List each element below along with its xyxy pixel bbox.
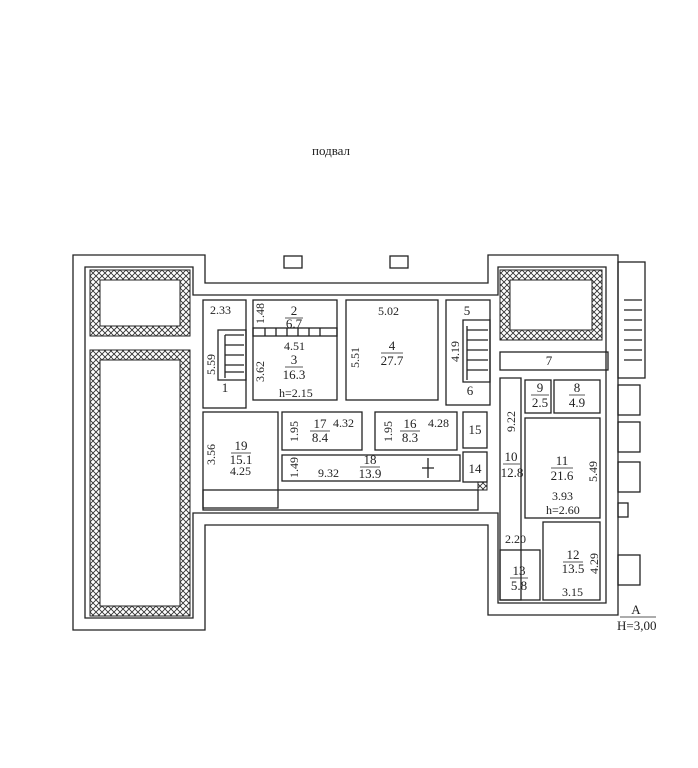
room-number: 11 bbox=[556, 453, 569, 468]
section-mark: A bbox=[631, 602, 641, 617]
dim: 9.22 bbox=[504, 411, 518, 432]
hatched-column bbox=[477, 481, 488, 491]
room-17 bbox=[281, 411, 363, 451]
stairs-icon bbox=[217, 329, 247, 381]
rail bbox=[252, 327, 338, 337]
room-number: 8 bbox=[574, 380, 581, 395]
outer-wall bbox=[72, 254, 619, 631]
room-number: 7 bbox=[546, 353, 553, 368]
inner-wall bbox=[84, 266, 607, 619]
room-12 bbox=[542, 521, 601, 601]
corridor bbox=[202, 489, 479, 511]
room-13 bbox=[499, 549, 541, 601]
dim: 3.56 bbox=[204, 444, 218, 465]
dim: 5.51 bbox=[348, 347, 362, 368]
room-area: 13.5 bbox=[562, 561, 585, 576]
room-area: 8.3 bbox=[402, 430, 418, 445]
room-area: 15.1 bbox=[230, 452, 253, 467]
height-note: h=2.60 bbox=[546, 503, 580, 517]
dimension-labels: 2.33 5.59 1.48 4.51 3.62 h=2.15 5.02 5.5… bbox=[204, 303, 601, 599]
room-number: 5 bbox=[464, 303, 471, 318]
stairs-icon bbox=[462, 319, 491, 383]
dim: 5.59 bbox=[204, 354, 218, 375]
window-pit bbox=[617, 461, 641, 493]
dim: 4.51 bbox=[284, 339, 305, 353]
room-area: 12.8 bbox=[501, 465, 524, 480]
room-7 bbox=[499, 351, 609, 371]
window-pit bbox=[617, 421, 641, 453]
room-number: 15 bbox=[469, 422, 482, 437]
room-area: 6.7 bbox=[286, 316, 303, 331]
room-area: 2.5 bbox=[532, 395, 548, 410]
dim: 5.02 bbox=[378, 304, 399, 318]
room-8 bbox=[553, 379, 601, 414]
dim: 9.32 bbox=[318, 466, 339, 480]
room-number: 17 bbox=[314, 416, 328, 431]
dim: 4.19 bbox=[448, 341, 462, 362]
room-15 bbox=[462, 411, 488, 449]
room-area: 5.8 bbox=[511, 578, 527, 593]
room-number: 9 bbox=[537, 380, 544, 395]
floor-height: H=3,00 bbox=[617, 618, 656, 633]
window-pit bbox=[617, 502, 629, 518]
dim: 4.29 bbox=[587, 553, 601, 574]
stairs-annex bbox=[617, 261, 646, 379]
room-number: 2 bbox=[291, 303, 298, 318]
room-number: 13 bbox=[513, 563, 526, 578]
dim: 4.28 bbox=[428, 416, 449, 430]
room-number: 12 bbox=[567, 547, 580, 562]
room-9 bbox=[524, 379, 552, 414]
room-14 bbox=[462, 451, 488, 483]
room-number: 10 bbox=[505, 449, 518, 464]
window-pit bbox=[617, 384, 641, 416]
room-number: 18 bbox=[364, 452, 377, 467]
room-number: 16 bbox=[404, 416, 418, 431]
window-pit bbox=[617, 554, 641, 586]
room-number: 1 bbox=[222, 380, 229, 395]
dim: 4.25 bbox=[230, 464, 251, 478]
room-number: 19 bbox=[235, 438, 248, 453]
room-labels: 1 2 6.7 3 16.3 4 27.7 5 6 7 8 4.9 9 2.5 … bbox=[222, 303, 585, 593]
room-area: 8.4 bbox=[312, 430, 329, 445]
room-number: 14 bbox=[469, 461, 483, 476]
room-16 bbox=[374, 411, 458, 451]
dim: 3.62 bbox=[253, 361, 267, 382]
room-19 bbox=[202, 411, 279, 509]
height-note: h=2.15 bbox=[279, 386, 313, 400]
room-11 bbox=[524, 417, 601, 519]
room-number: 4 bbox=[389, 338, 396, 353]
fraction-bars bbox=[231, 317, 585, 579]
room-18 bbox=[281, 454, 461, 482]
dim: 2.20 bbox=[505, 532, 526, 546]
room-area: 13.9 bbox=[359, 466, 382, 481]
room-2-3 bbox=[252, 299, 338, 401]
vent-box bbox=[389, 255, 409, 269]
dim: 1.95 bbox=[287, 421, 301, 442]
room-number: 3 bbox=[291, 352, 298, 367]
room-area: 27.7 bbox=[381, 353, 404, 368]
dim: 2.33 bbox=[210, 303, 231, 317]
room-area: 21.6 bbox=[551, 468, 574, 483]
vent-box bbox=[283, 255, 303, 269]
dim: 3.15 bbox=[562, 585, 583, 599]
room-4 bbox=[345, 299, 439, 401]
dim: 3.93 bbox=[552, 489, 573, 503]
room-number: 6 bbox=[467, 383, 474, 398]
hatched-block bbox=[89, 269, 191, 337]
dim: 1.95 bbox=[381, 421, 395, 442]
dim: 1.49 bbox=[287, 457, 301, 478]
dim: 1.48 bbox=[253, 303, 267, 324]
room-area: 16.3 bbox=[283, 367, 306, 382]
hatched-block bbox=[89, 349, 191, 617]
floor-title: подвал bbox=[312, 143, 351, 158]
dim: 5.49 bbox=[586, 461, 600, 482]
dim: 4.32 bbox=[333, 416, 354, 430]
room-area: 4.9 bbox=[569, 395, 585, 410]
hatched-block bbox=[499, 269, 603, 341]
